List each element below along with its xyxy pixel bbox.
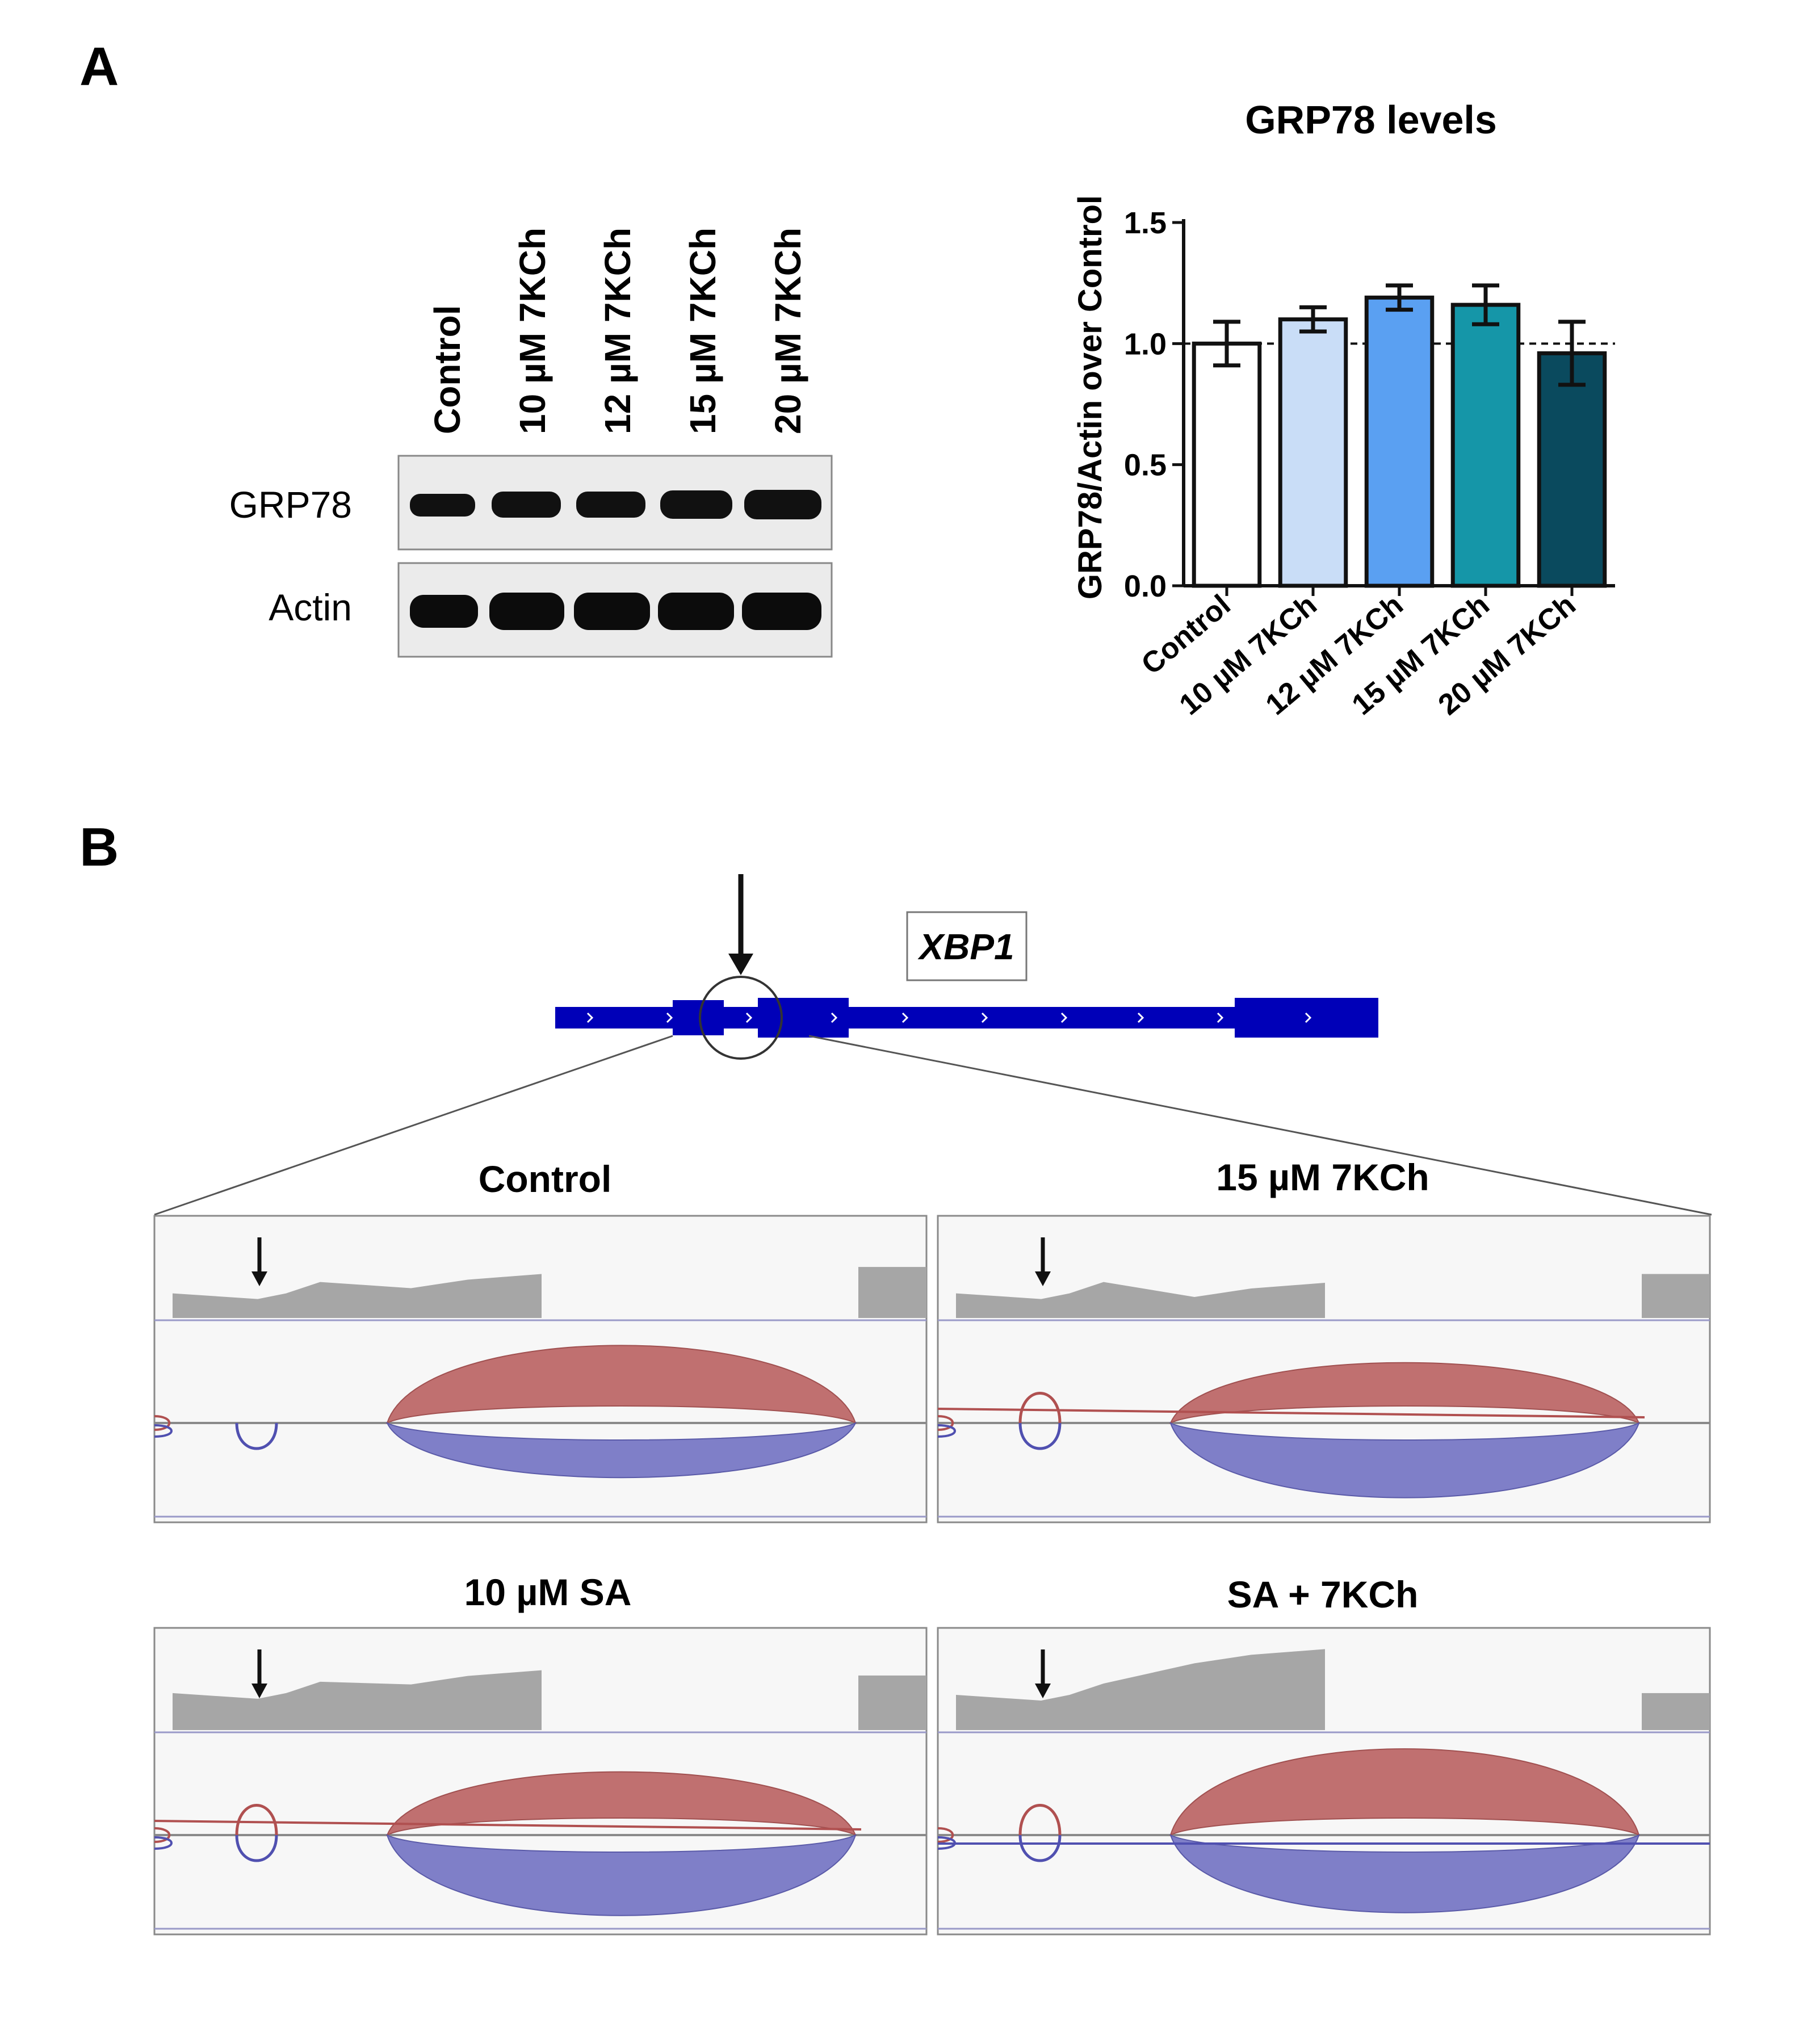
- bar: [1192, 341, 1262, 588]
- reverse-junction-arc: [1169, 1422, 1640, 1498]
- y-tick-label: 1.0: [1124, 327, 1167, 361]
- edge-arc: [154, 1827, 171, 1843]
- sashimi-track-panel: [937, 1627, 1711, 1936]
- coverage-histogram: [956, 1282, 1325, 1318]
- blot-band: [742, 593, 821, 630]
- reverse-junction-arc: [386, 1834, 857, 1916]
- sashimi-track-panel: [153, 1215, 928, 1523]
- edge-arc: [937, 1415, 954, 1431]
- blot-lane-labels: Control 10 µM 7KCh 12 µM 7KCh 15 µM 7KCh…: [427, 228, 808, 434]
- forward-junction-arc: [386, 1345, 857, 1424]
- forward-junction-arc: [1169, 1748, 1640, 1836]
- blot-band: [489, 593, 564, 630]
- lane-label: Control: [427, 305, 468, 435]
- down-arrow-icon: [251, 1649, 267, 1698]
- coverage-histogram: [173, 1670, 542, 1730]
- blot-band: [660, 490, 732, 519]
- blot-band: [744, 490, 821, 519]
- zoom-line-right: [808, 1035, 1712, 1216]
- reverse-junction-arc: [385, 1421, 857, 1479]
- unspliced-forward-line: [154, 1820, 862, 1831]
- coverage-histogram: [1642, 1274, 1710, 1318]
- blot-band: [658, 593, 734, 630]
- sashimi-track-panel: [153, 1627, 928, 1936]
- small-reverse-arc: [235, 1422, 278, 1450]
- coverage-histogram: [1642, 1693, 1710, 1730]
- y-tick-label: 0.0: [1124, 569, 1167, 603]
- gene-model: [555, 976, 1378, 1060]
- blot-band: [576, 492, 645, 518]
- blot-band: [574, 593, 650, 630]
- coverage-histogram: [956, 1649, 1325, 1730]
- sashimi-tracks: [153, 1215, 1711, 1936]
- error-bar: [1386, 283, 1413, 312]
- y-tick-label: 0.5: [1124, 448, 1167, 482]
- edge-arc: [154, 1836, 173, 1850]
- lane-label: 20 µM 7KCh: [768, 228, 808, 434]
- coverage-histogram: [858, 1267, 926, 1318]
- panel-label-a: A: [79, 36, 119, 97]
- down-arrow-icon: [251, 1237, 267, 1286]
- reverse-junction-arc: [1169, 1834, 1640, 1913]
- blot-band: [410, 494, 475, 517]
- error-bar: [1299, 305, 1327, 334]
- edge-arc: [154, 1424, 173, 1438]
- down-arrow-icon: [1035, 1649, 1051, 1698]
- lane-label: 12 µM 7KCh: [597, 228, 638, 434]
- blot-row-label-actin: Actin: [269, 586, 352, 628]
- track-title: SA + 7KCh: [1227, 1573, 1419, 1615]
- blot-band: [410, 595, 478, 628]
- blot-band: [492, 492, 561, 518]
- lane-label: 15 µM 7KCh: [682, 228, 723, 434]
- small-reverse-arc: [1018, 1835, 1062, 1862]
- edge-arc: [937, 1827, 954, 1843]
- strand-direction-chevrons: [586, 1012, 1312, 1023]
- bar: [1278, 317, 1348, 588]
- track-title: 15 µM 7KCh: [1216, 1156, 1429, 1198]
- gene-name: XBP1: [917, 926, 1014, 967]
- track-title: Control: [479, 1158, 612, 1200]
- panel-label-b: B: [79, 817, 119, 878]
- splice-site-highlight: [699, 976, 783, 1060]
- chart-y-axis-label: GRP78/Actin over Control: [1072, 195, 1109, 599]
- coverage-histogram: [858, 1675, 926, 1730]
- small-reverse-arc: [1018, 1422, 1062, 1450]
- western-blot-actin: [397, 562, 833, 658]
- forward-junction-arc: [386, 1771, 857, 1837]
- small-forward-arc: [1018, 1804, 1062, 1836]
- error-bar: [1558, 320, 1586, 387]
- sashimi-track-panel: [937, 1215, 1711, 1523]
- unspliced-forward-line: [937, 1408, 1645, 1418]
- blot-row-label-grp78: GRP78: [229, 484, 352, 526]
- lane-label: 10 µM 7KCh: [512, 228, 553, 434]
- western-blot-grp78: [397, 455, 833, 551]
- coverage-histogram: [173, 1274, 542, 1318]
- small-reverse-arc: [235, 1835, 278, 1862]
- gene-label-box: XBP1: [906, 911, 1028, 981]
- splice-site-arrow-icon: [728, 874, 753, 975]
- y-tick-label: 1.5: [1124, 206, 1167, 240]
- chart-title: GRP78 levels: [1245, 98, 1497, 142]
- bar: [1364, 295, 1435, 588]
- edge-arc: [937, 1424, 956, 1438]
- error-bar: [1472, 283, 1499, 326]
- track-title: 10 µM SA: [464, 1571, 632, 1613]
- bar: [1450, 303, 1521, 588]
- bar: [1537, 351, 1607, 588]
- zoom-line-left: [154, 1035, 673, 1216]
- error-bar: [1213, 320, 1240, 368]
- edge-arc: [154, 1415, 171, 1431]
- down-arrow-icon: [1035, 1237, 1051, 1286]
